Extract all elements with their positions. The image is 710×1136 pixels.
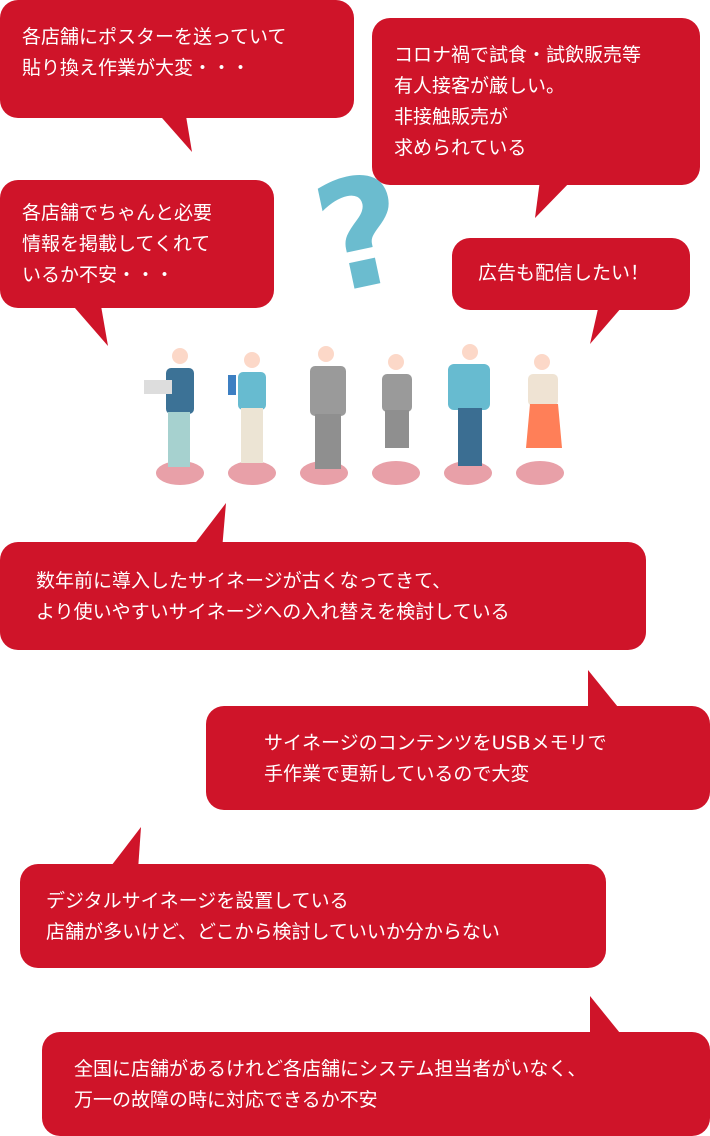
- bubble-text: 各店舗にポスターを送っていて: [22, 26, 287, 48]
- floor-shadow: [444, 461, 492, 485]
- bubble-text: 全国に店舗があるけれど各店舗にシステム担当者がいなく、: [74, 1058, 587, 1080]
- person-laptop: [144, 348, 194, 467]
- bubble-tail-6: [588, 670, 622, 712]
- bubble-tail-7: [108, 827, 141, 870]
- person-clipboard: [526, 354, 562, 448]
- bubble-text: 広告も配信したい！: [478, 262, 650, 284]
- speech-bubble-contactless: コロナ禍で試食・試飲販売等 有人接客が厳しい。 非接触販売が 求められている: [372, 18, 700, 185]
- bubble-tail-4: [590, 300, 628, 344]
- bubble-text: コロナ禍で試食・試飲販売等: [394, 44, 642, 66]
- bubble-text: 情報を掲載してくれて: [22, 233, 211, 255]
- person-folder: [228, 352, 266, 463]
- person-phone: [448, 344, 490, 466]
- floor-shadow: [516, 461, 564, 485]
- speech-bubble-where-to-start: デジタルサイネージを設置している 店舗が多いけど、どこから検討していいか分からな…: [20, 864, 606, 968]
- bubble-tail-1: [155, 110, 192, 152]
- speech-bubble-info-check: 各店舗でちゃんと必要 情報を掲載してくれて いるか不安・・・: [0, 180, 274, 308]
- person-suit-woman: [382, 354, 412, 448]
- speech-bubble-replace-signage: 数年前に導入したサイネージが古くなってきて、 より使いやすいサイネージへの入れ替…: [0, 542, 646, 650]
- bubble-text: 数年前に導入したサイネージが古くなってきて、: [36, 570, 452, 592]
- bubble-text: いるか不安・・・: [22, 264, 175, 286]
- floor-shadow: [372, 461, 420, 485]
- bubble-tail-8: [590, 996, 624, 1038]
- bubble-text: 各店舗でちゃんと必要: [22, 202, 213, 224]
- speech-bubble-poster: 各店舗にポスターを送っていて 貼り換え作業が大変・・・: [0, 0, 354, 118]
- speech-bubble-ads: 広告も配信したい！: [452, 238, 690, 310]
- bubble-tail-2: [535, 180, 572, 218]
- bubble-text: 店舗が多いけど、どこから検討していいか分からない: [46, 921, 500, 943]
- people-illustration: [144, 344, 564, 485]
- bubble-text: デジタルサイネージを設置している: [46, 890, 349, 912]
- speech-bubble-support: 全国に店舗があるけれど各店舗にシステム担当者がいなく、 万一の故障の時に対応でき…: [42, 1032, 710, 1136]
- speech-bubble-usb-update: サイネージのコンテンツをUSBメモリで 手作業で更新しているので大変: [206, 706, 710, 810]
- bubble-tail-5: [190, 503, 226, 550]
- bubble-text: 非接触販売が: [394, 106, 509, 128]
- bubble-text: サイネージのコンテンツをUSBメモリで: [264, 732, 607, 754]
- floor-shadow: [228, 461, 276, 485]
- bubble-text: 貼り換え作業が大変・・・: [22, 57, 251, 79]
- person-suit-man: [310, 346, 346, 469]
- bubble-text: 万一の故障の時に対応できるか不安: [74, 1089, 378, 1111]
- bubble-text: 手作業で更新しているので大変: [264, 763, 530, 785]
- bubble-tail-3: [68, 300, 108, 346]
- bubble-text: 有人接客が厳しい。: [394, 75, 566, 97]
- bubble-text: 求められている: [394, 137, 527, 159]
- bubble-text: より使いやすいサイネージへの入れ替えを検討している: [36, 601, 510, 623]
